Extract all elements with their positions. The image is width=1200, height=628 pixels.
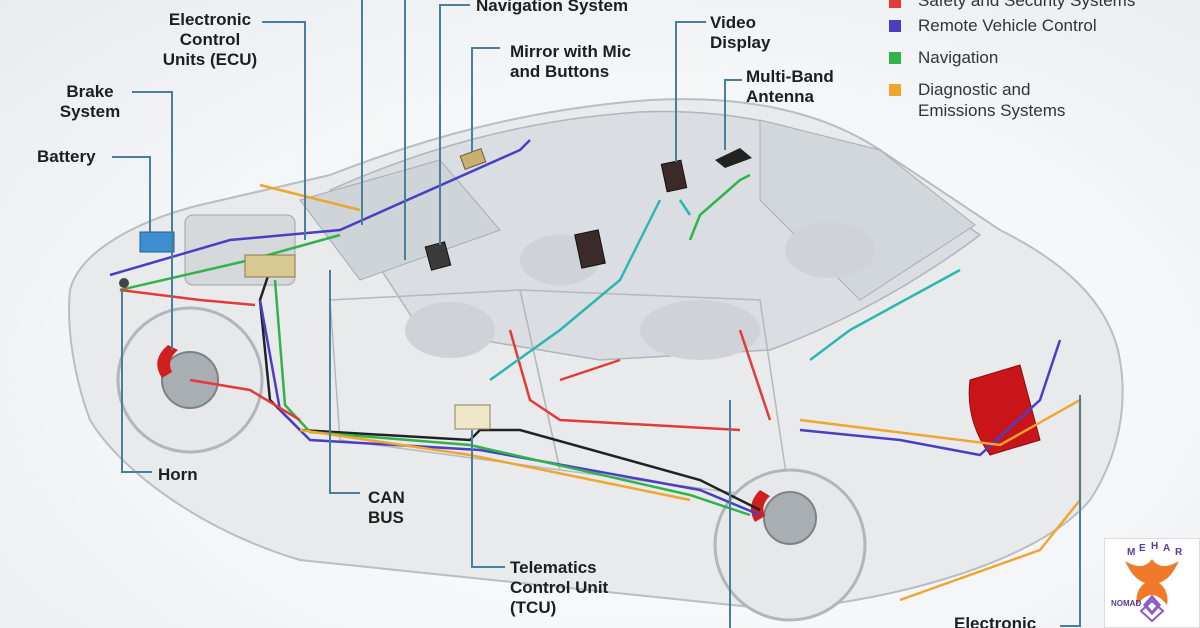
legend-label-remote: Remote Vehicle Control [918, 16, 1097, 35]
logo-letter-r: R [1175, 547, 1183, 558]
wiring-harness [109, 139, 1082, 602]
label-navigation-system: Navigation System [476, 0, 629, 15]
legend-label-navigation: Navigation [918, 48, 999, 67]
legend-swatch-remote [889, 20, 901, 32]
tcu-unit [454, 404, 491, 430]
leader-horn [121, 290, 152, 473]
rear-window [759, 119, 976, 301]
leader-brake [132, 91, 173, 350]
can-bus-wire [258, 269, 761, 512]
label-brake-system: Brake System [59, 82, 121, 121]
horn-unit [119, 278, 129, 288]
label-ecu: Electronic Control Units (ECU) [162, 10, 258, 69]
seat-rear [640, 300, 760, 360]
mirror-unit [459, 148, 487, 170]
legend-label-diagnostic: Diagnostic and Emissions Systems [918, 80, 1066, 120]
label-mirror: Mirror with Mic and Buttons [510, 42, 631, 81]
windshield [299, 159, 501, 281]
logo-letter-a: A [1163, 543, 1171, 554]
video-display-screen [574, 229, 606, 269]
legend-swatch-diagnostic [889, 84, 901, 96]
label-battery: Battery [37, 147, 96, 166]
rear-brake-disc [763, 491, 817, 545]
phoenix-icon [1125, 559, 1179, 623]
label-video-display: Video Display [710, 13, 771, 52]
leader-antenna [724, 79, 742, 150]
leader-mirror [471, 47, 500, 152]
logo-subtext: NOMAD [1111, 599, 1142, 608]
leader-video [675, 21, 706, 162]
leader-ecu [262, 21, 306, 240]
leader-lines [112, 0, 1081, 628]
logo-letter-m: M [1127, 547, 1136, 558]
legend-swatch-navigation [889, 52, 901, 64]
label-electronic-bottom: Electronic [954, 614, 1037, 628]
seat-front-left [405, 302, 495, 358]
video-wire [489, 199, 961, 382]
leader-battery [112, 156, 151, 232]
logo-letter-h: H [1151, 541, 1159, 552]
video-display-screen-2 [660, 159, 688, 193]
label-horn: Horn [158, 465, 198, 484]
legend-swatch-safety [889, 0, 901, 8]
leader-bottom-electronic [1060, 395, 1081, 627]
label-multiband-antenna: Multi-Band Antenna [746, 67, 834, 106]
mehar-nomad-logo: M E H A R NOMAD [1104, 538, 1200, 628]
nav-screen [424, 241, 452, 271]
battery-box [139, 231, 175, 253]
front-brake-caliper [157, 345, 178, 378]
leader-can-bus [329, 270, 360, 494]
leader-nav [439, 4, 470, 245]
label-tcu: Telematics Control Unit (TCU) [510, 558, 609, 617]
logo-letter-e: E [1139, 543, 1146, 554]
seat-rear-right [785, 222, 875, 278]
ecu-unit [244, 254, 296, 278]
label-can-bus: CAN BUS [368, 488, 405, 527]
safety-wire [119, 288, 772, 432]
antenna-unit [715, 148, 752, 168]
leader-tcu [471, 430, 505, 568]
legend-label-safety: Safety and Security Systems [918, 0, 1136, 10]
